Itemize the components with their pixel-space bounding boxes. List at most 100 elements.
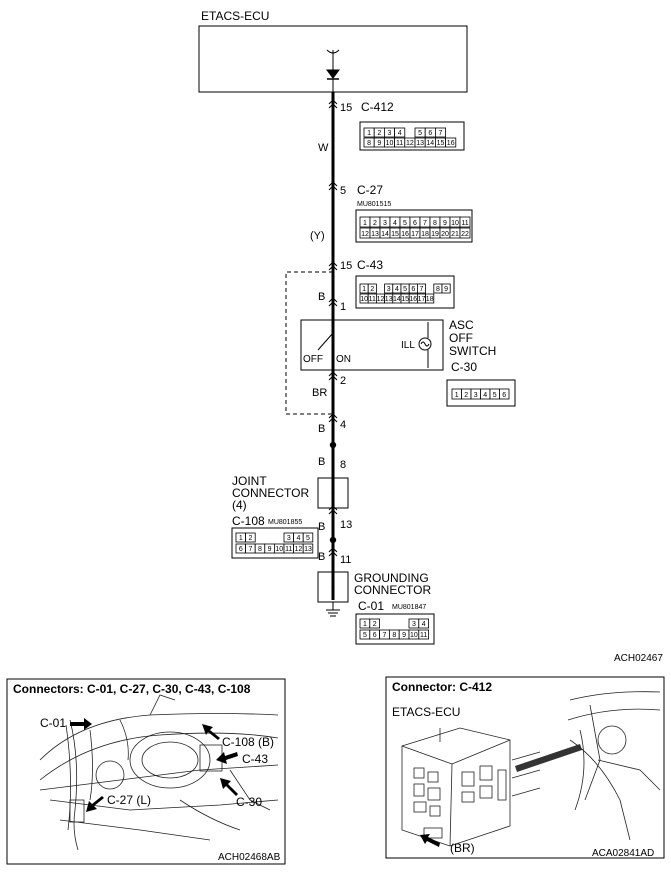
- dashboard-photo-left: [39, 694, 279, 851]
- diode-icon: [326, 69, 340, 79]
- c01-pin-number: 8: [392, 632, 396, 639]
- right-panel-title: Connector: C-412: [392, 680, 492, 694]
- c43-pin-cell: [367, 283, 377, 294]
- c27-pin-number: 20: [441, 231, 449, 238]
- c43-pin-number: 17: [418, 296, 426, 303]
- c108-pin-number: 2: [248, 535, 252, 542]
- terminal-1-switch: 1: [340, 301, 346, 313]
- switch-ill-label: ILL: [401, 340, 415, 351]
- c108-pin-number: 3: [287, 535, 291, 542]
- right-ecu-label: ETACS-ECU: [392, 705, 460, 719]
- ecu-title: ETACS-ECU: [201, 9, 269, 23]
- c27-pin-number: 6: [413, 220, 417, 227]
- c108-pin-number: 7: [248, 546, 252, 553]
- joint-line-3: (4): [232, 498, 247, 512]
- wire-color-b3: B: [318, 456, 325, 468]
- c43-pin-number: 14: [393, 296, 401, 303]
- c108-pin-number: 13: [304, 546, 312, 553]
- c43-pin-number: 10: [360, 296, 368, 303]
- terminal-15-c43: 15: [340, 260, 352, 272]
- c43-face: [355, 275, 455, 309]
- callout-c30: C-30: [236, 795, 262, 809]
- ecu-photo: [401, 727, 541, 847]
- c30-pin-number: 5: [493, 392, 497, 399]
- c27-name: C-27: [357, 183, 383, 197]
- c30-pin-cell: [499, 388, 510, 400]
- wire-color-y: (Y): [310, 230, 325, 242]
- c108-pin-cell: [302, 543, 314, 554]
- c27-pin-number: 2: [373, 220, 377, 227]
- terminal-2-switch: 2: [340, 375, 346, 387]
- switch-line-1: ASC: [449, 318, 474, 332]
- c108-name: C-108: [232, 514, 265, 528]
- c27-pin-number: 1: [363, 220, 367, 227]
- c27-pin-number: 14: [381, 231, 389, 238]
- c43-pin-number: 12: [377, 296, 385, 303]
- c108-pin-number: 12: [295, 546, 303, 553]
- c30-pin-number: 3: [474, 392, 478, 399]
- wire-color-br: BR: [312, 387, 327, 399]
- dashboard-photo-right: [567, 691, 661, 841]
- c27-pin-number: 11: [461, 220, 468, 227]
- c412-pin-number: 13: [416, 140, 424, 147]
- c27-pin-number: 9: [443, 220, 447, 227]
- joint-line-1: JOINT: [232, 474, 267, 488]
- c01-pin-number: 9: [402, 632, 406, 639]
- c01-pin-cell: [418, 618, 429, 629]
- switch-off-label: OFF: [303, 354, 323, 365]
- c27-face: [355, 209, 473, 243]
- c412-pin-number: 8: [367, 140, 371, 147]
- c412-pin-number: 2: [377, 130, 381, 137]
- c27-pin-cell: [459, 216, 471, 228]
- c27-pin-number: 18: [421, 231, 429, 238]
- callout-c01: C-01: [40, 716, 66, 730]
- c412-pin-number: 1: [367, 130, 371, 137]
- c108-pin-number: 9: [268, 546, 272, 553]
- c108-face: [231, 527, 319, 559]
- left-panel-frame: [6, 678, 286, 865]
- arrow-icon: [86, 796, 104, 812]
- c01-pin-cell: [418, 629, 429, 640]
- c27-pin-number: 10: [451, 220, 459, 227]
- connector-marks: [328, 99, 338, 557]
- arrow-icon: [70, 718, 92, 730]
- c01-pin-number: 1: [363, 621, 367, 628]
- c27-pin-number: 13: [371, 231, 379, 238]
- c01-pin-cell: [369, 618, 380, 629]
- c43-pin-number: 6: [411, 286, 415, 293]
- c43-pin-cell: [416, 283, 426, 294]
- c43-pin-number: 3: [387, 286, 391, 293]
- c108-pin-number: 5: [306, 535, 310, 542]
- right-figure-code: ACA02841AD: [592, 848, 654, 859]
- c108-pin-cell: [245, 532, 256, 543]
- c43-pin-number: 16: [409, 296, 417, 303]
- terminal-4: 4: [340, 419, 346, 431]
- c43-pin-number: 11: [369, 296, 376, 303]
- switch-line-3: SWITCH: [449, 344, 496, 358]
- c27-pin-number: 3: [383, 220, 387, 227]
- c01-face: [355, 613, 435, 645]
- c412-pin-number: 14: [426, 140, 434, 147]
- c412-pin-cell: [445, 137, 457, 148]
- c412-face: [359, 121, 465, 151]
- callout-c43: C-43: [242, 752, 268, 766]
- c43-pin-number: 1: [362, 286, 366, 293]
- main-figure-code: ACH02467: [614, 653, 663, 664]
- c27-part: MU801515: [357, 201, 391, 208]
- c27-pin-number: 16: [401, 231, 409, 238]
- arrow-icon: [216, 752, 238, 764]
- arrow-icon: [420, 834, 440, 847]
- c01-pin-number: 4: [422, 621, 426, 628]
- c108-pin-number: 11: [285, 546, 292, 553]
- c01-pin-number: 3: [412, 621, 416, 628]
- c30-pin-number: 6: [502, 392, 506, 399]
- terminal-13: 13: [340, 519, 352, 531]
- c43-pin-cell: [425, 293, 435, 304]
- c412-name: C-412: [361, 100, 394, 114]
- lamp-icon: [418, 337, 432, 351]
- c43-pin-cell: [441, 283, 451, 294]
- terminal-11: 11: [340, 554, 351, 566]
- c27-pin-number: 17: [411, 231, 419, 238]
- c412-pin-number: 7: [439, 130, 443, 137]
- c43-pin-number: 9: [444, 286, 448, 293]
